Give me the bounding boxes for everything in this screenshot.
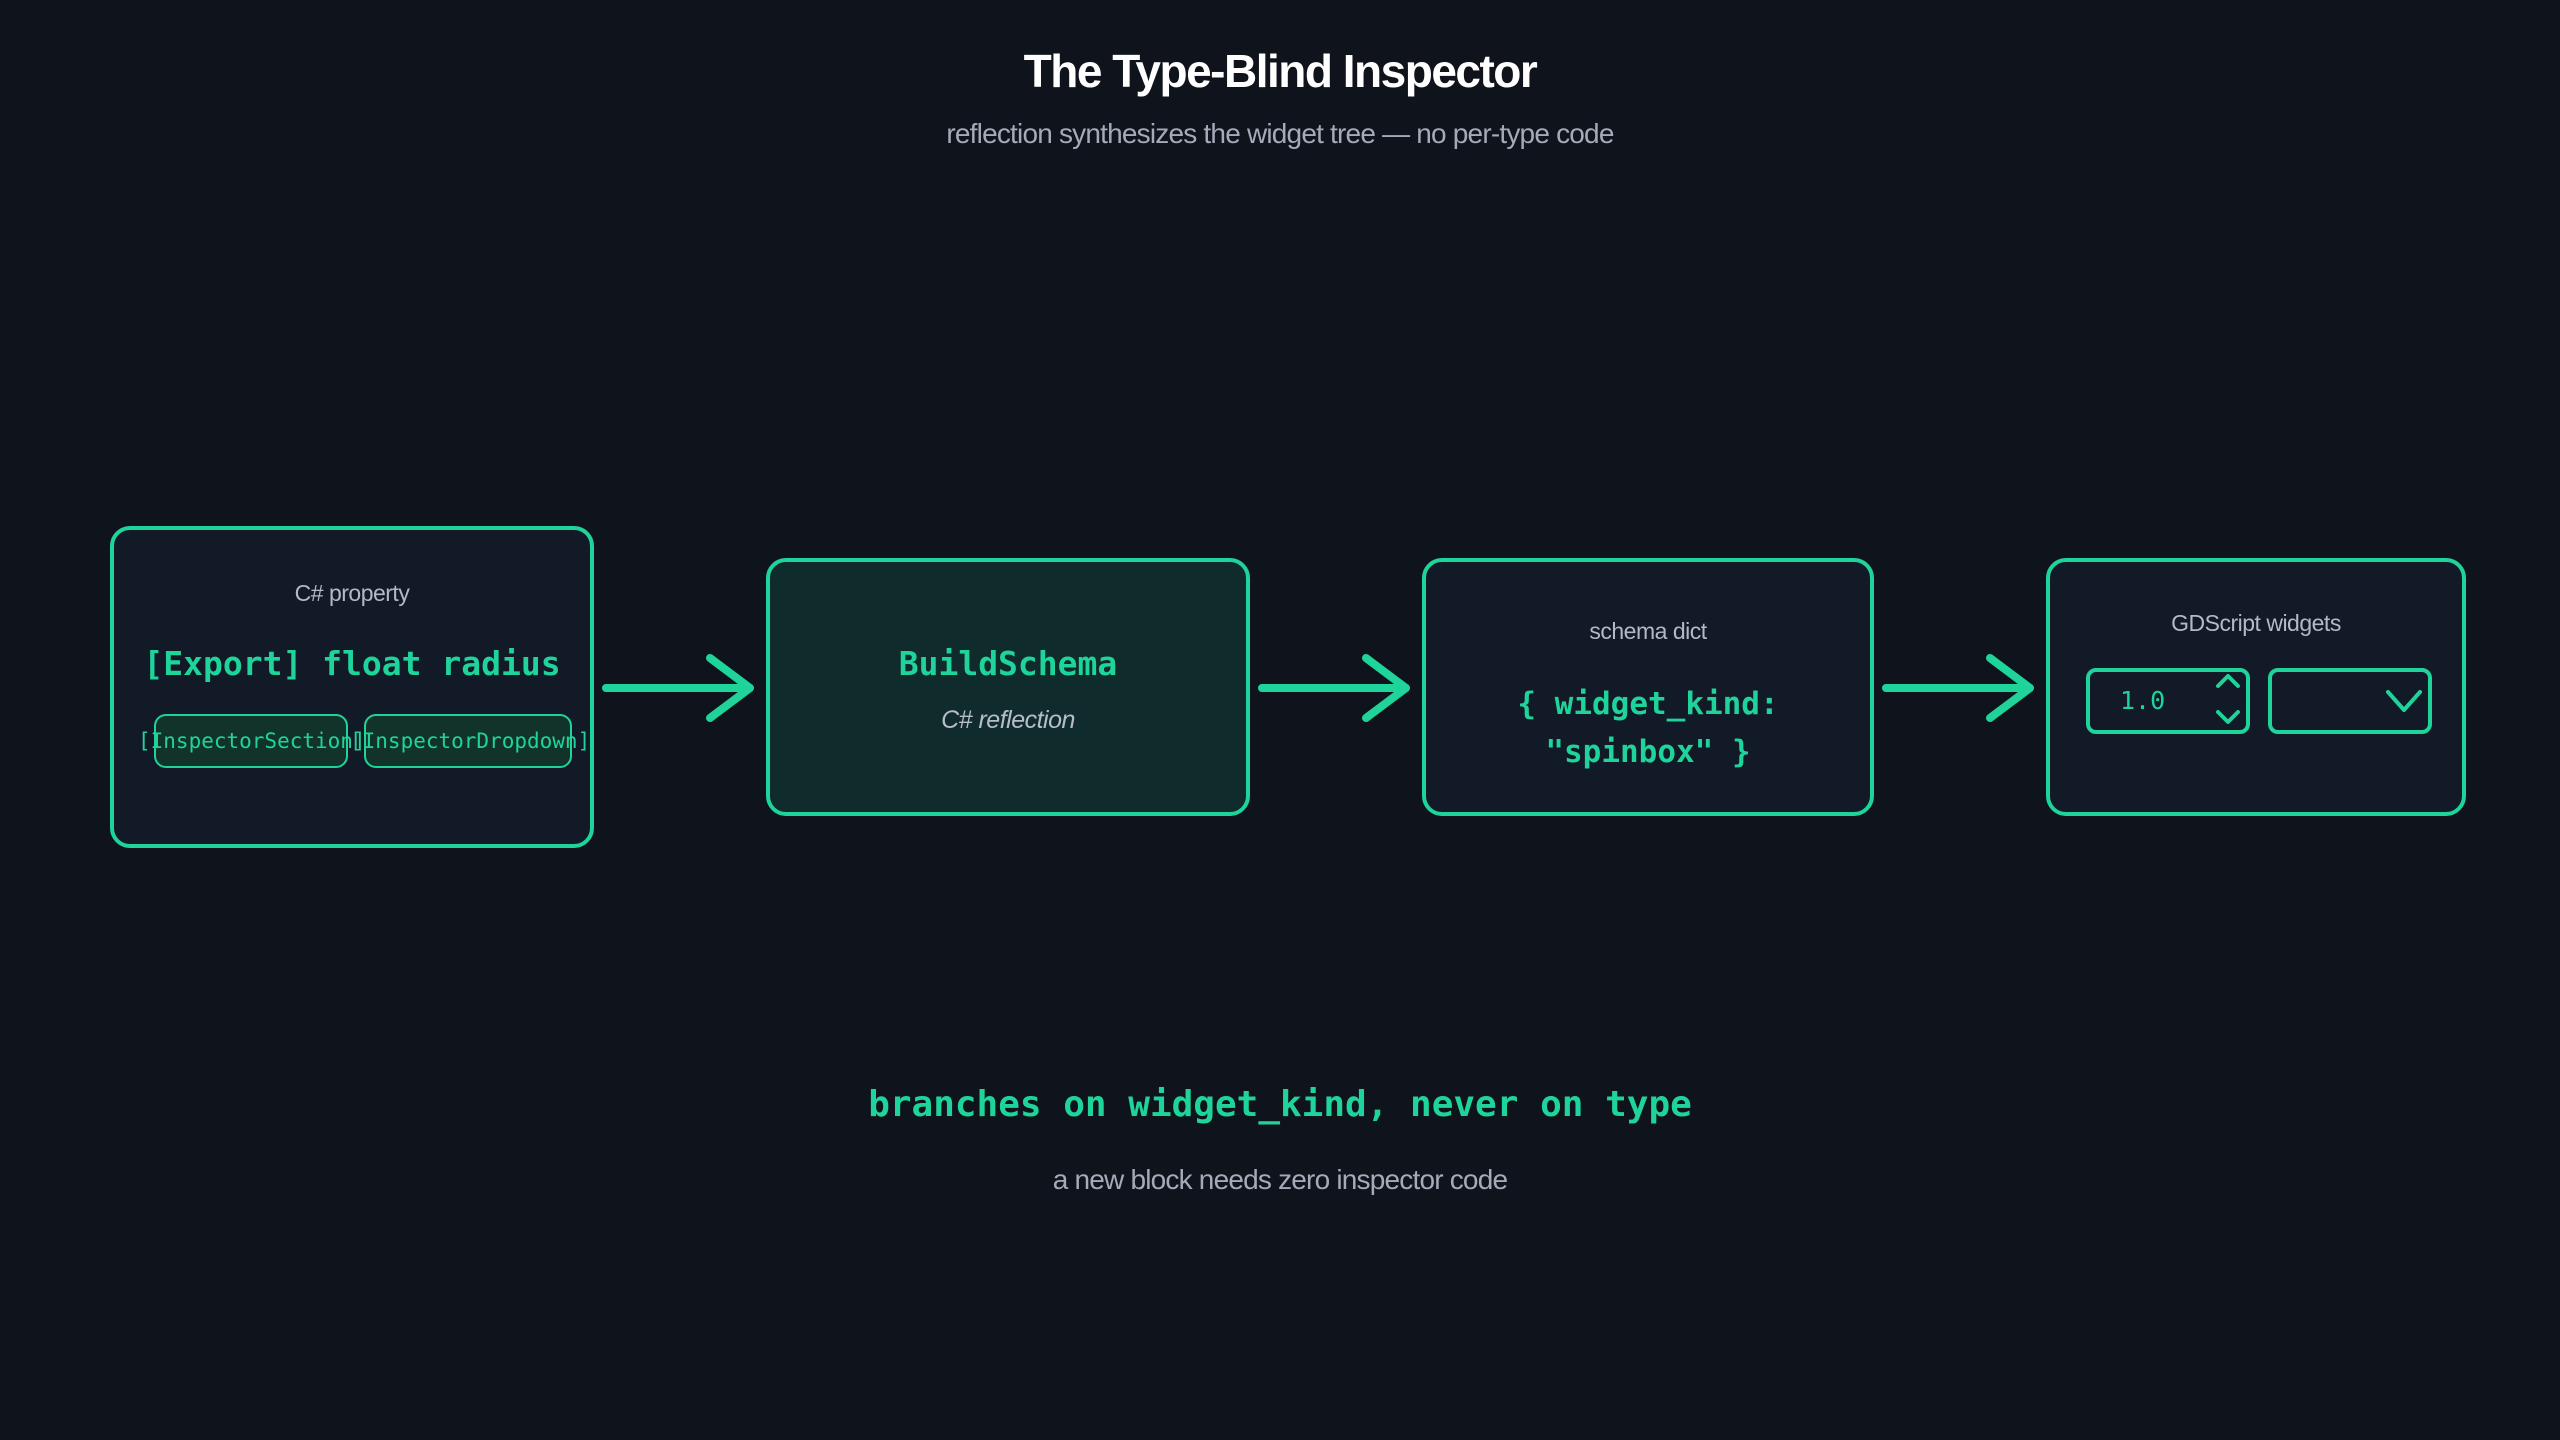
spinbox-value: 1.0 bbox=[2120, 686, 2166, 715]
flow-arrow-2 bbox=[1258, 654, 1410, 722]
csharp-property-caption: C# property bbox=[294, 580, 410, 606]
flow-arrow-1 bbox=[602, 654, 754, 722]
gdscript-widgets-node: GDScript widgets 1.0 bbox=[2046, 558, 2466, 816]
spinbox-widget: 1.0 bbox=[2086, 668, 2250, 734]
inspector-section-chip bbox=[154, 714, 348, 768]
build-schema-node: BuildSchema C# reflection bbox=[766, 558, 1250, 816]
inspector-dropdown-chip bbox=[364, 714, 572, 768]
diagram-subtitle: reflection synthesizes the widget tree —… bbox=[946, 118, 1614, 149]
inspector-dropdown-attribute: [InspectorDropdown] bbox=[350, 729, 591, 753]
key-takeaway-subtext: a new block needs zero inspector code bbox=[1052, 1164, 1508, 1195]
build-schema-caption: C# reflection bbox=[941, 706, 1075, 734]
dropdown-widget bbox=[2268, 668, 2432, 734]
key-takeaway: branches on widget_kind, never on type bbox=[868, 1084, 1692, 1125]
csharp-property-node: C# property [Export] float radius [Inspe… bbox=[110, 526, 594, 848]
spinbox-arrows-icon bbox=[2216, 674, 2240, 724]
gdscript-widgets-caption: GDScript widgets bbox=[2171, 610, 2341, 636]
csharp-property-code: [Export] float radius bbox=[143, 644, 561, 683]
build-schema-title: BuildSchema bbox=[898, 644, 1118, 683]
schema-dict-caption: schema dict bbox=[1589, 618, 1707, 644]
schema-dict-code-line1: { widget_kind: bbox=[1517, 686, 1779, 722]
inspector-section-attribute: [InspectorSection] bbox=[138, 729, 366, 753]
chevron-down-icon bbox=[2386, 690, 2422, 712]
schema-dict-node: schema dict { widget_kind: "spinbox" } bbox=[1422, 558, 1874, 816]
diagram-title: The Type-Blind Inspector bbox=[1023, 45, 1538, 97]
flow-arrow-3 bbox=[1882, 654, 2034, 722]
schema-dict-code-line2: "spinbox" } bbox=[1545, 734, 1751, 770]
